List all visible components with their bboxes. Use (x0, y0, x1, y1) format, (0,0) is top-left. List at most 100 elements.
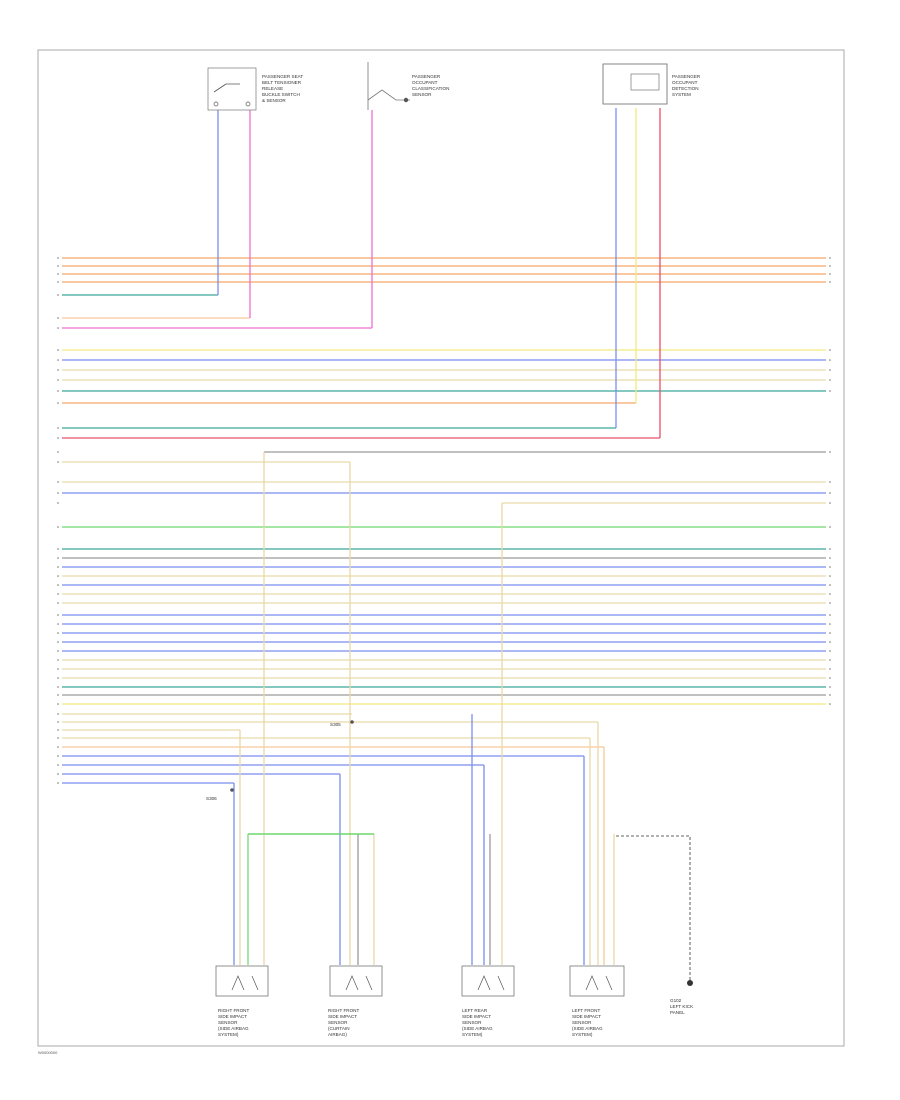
wire-pin-left-43 (57, 746, 59, 748)
wire-pin-left-7 (57, 349, 59, 351)
wire-pin-left-23 (57, 566, 59, 568)
wire-pin-right-27 (829, 602, 831, 604)
wire-pin-right-22 (829, 557, 831, 559)
wire-pin-left-20 (57, 526, 59, 528)
vertical-wires (217, 108, 661, 965)
wire-pin-right-3 (829, 281, 831, 283)
bc1-label-1: SIDE IMPACT (218, 1014, 247, 1019)
comp-left-label-2: RELEASE (262, 86, 283, 91)
wire-pin-right-38 (829, 703, 831, 705)
wire-pin-right-0 (829, 257, 831, 259)
wire-pin-left-33 (57, 659, 59, 661)
bc4-label-3: (SIDE AIRBAG (572, 1026, 603, 1031)
wire-pin-right-11 (829, 390, 831, 392)
bc4-label-1: SIDE IMPACT (572, 1014, 601, 1019)
bc3-label-1: SIDE IMPACT (462, 1014, 491, 1019)
wire-pin-left-22 (57, 557, 59, 559)
wire-pin-left-9 (57, 369, 59, 371)
splice-label-s306: S306 (206, 796, 217, 801)
wire-pin-right-32 (829, 650, 831, 652)
bc3-label-2: SENSOR (462, 1020, 482, 1025)
top-component-mid: PASSENGER OCCUPANT CLASSIFICATION SENSOR (367, 62, 449, 110)
wire-pin-right-30 (829, 632, 831, 634)
wire-pin-left-35 (57, 677, 59, 679)
top-component-left: PASSENGER SEAT BELT TENSIONER RELEASE BU… (207, 67, 303, 111)
wire-pin-left-10 (57, 379, 59, 381)
wire-pin-right-23 (829, 566, 831, 568)
bc2-label-4: AIRBAG) (328, 1032, 347, 1037)
horizontal-wires (57, 257, 831, 784)
wire-pin-left-40 (57, 721, 59, 723)
wire-pin-left-16 (57, 461, 59, 463)
bottom-component-3: LEFT REAR SIDE IMPACT SENSOR (SIDE AIRBA… (461, 965, 515, 1037)
wire-pin-left-31 (57, 641, 59, 643)
top-component-right: PASSENGER OCCUPANT DETECTION SYSTEM (602, 63, 701, 105)
wire-pin-right-21 (829, 548, 831, 550)
wire-pin-left-15 (57, 451, 59, 453)
wire-pin-left-47 (57, 782, 59, 784)
wire-pin-right-7 (829, 349, 831, 351)
wire-pin-right-28 (829, 614, 831, 616)
wire-pin-right-1 (829, 265, 831, 267)
wire-pin-left-36 (57, 686, 59, 688)
wire-pin-right-25 (829, 584, 831, 586)
wire-pin-left-17 (57, 481, 59, 483)
wire-pin-right-29 (829, 623, 831, 625)
wire-pin-right-34 (829, 668, 831, 670)
bottom-component-5: G102 LEFT KICK PANEL (670, 998, 694, 1015)
wire-pin-left-28 (57, 614, 59, 616)
wire-pin-right-20 (829, 526, 831, 528)
wire-pin-left-30 (57, 632, 59, 634)
ground-wire (616, 835, 691, 980)
bc3-label-0: LEFT REAR (462, 1008, 488, 1013)
wire-pin-left-8 (57, 359, 59, 361)
wire-pin-left-27 (57, 602, 59, 604)
wire-pin-right-33 (829, 659, 831, 661)
splice-dot-s305 (350, 720, 354, 724)
wire-pin-left-37 (57, 694, 59, 696)
bottom-component-2: RIGHT FRONT SIDE IMPACT SENSOR (CURTAIN … (328, 965, 383, 1037)
wire-pin-left-32 (57, 650, 59, 652)
wire-pin-right-35 (829, 677, 831, 679)
wire-pin-left-29 (57, 623, 59, 625)
ground-symbol (687, 980, 693, 986)
wire-pin-left-14 (57, 437, 59, 439)
wire-pin-right-9 (829, 369, 831, 371)
bc2-label-1: SIDE IMPACT (328, 1014, 357, 1019)
bc1-label-0: RIGHT FRONT (218, 1008, 249, 1013)
wire-pin-left-24 (57, 575, 59, 577)
wire-pin-left-4 (57, 294, 59, 296)
bc1-label-4: SYSTEM) (218, 1032, 239, 1037)
bc3-label-3: (SIDE AIRBAG (462, 1026, 493, 1031)
bc5-label-0: G102 (670, 998, 682, 1003)
comp-left-label-4: & SENSOR (262, 98, 286, 103)
bottom-components: RIGHT FRONT SIDE IMPACT SENSOR (SIDE AIR… (215, 965, 694, 1037)
bc5-label-2: PANEL (670, 1010, 685, 1015)
comp-right-label-1: OCCUPANT (672, 80, 698, 85)
bc4-label-4: SYSTEM) (572, 1032, 593, 1037)
bc1-label-3: (SIDE AIRBAG (218, 1026, 249, 1031)
wire-pin-left-1 (57, 265, 59, 267)
wire-pin-left-44 (57, 755, 59, 757)
splice-label-s305: S305 (330, 722, 341, 727)
bc1-label-2: SENSOR (218, 1020, 238, 1025)
wire-pin-right-17 (829, 481, 831, 483)
wire-pin-left-2 (57, 273, 59, 275)
wire-pin-left-19 (57, 502, 59, 504)
bc4-label-0: LEFT FRONT (572, 1008, 600, 1013)
wire-pin-right-36 (829, 686, 831, 688)
bottom-component-1: RIGHT FRONT SIDE IMPACT SENSOR (SIDE AIR… (215, 965, 269, 1037)
diagram-frame (37, 49, 845, 1047)
comp-left-label-0: PASSENGER SEAT (262, 74, 303, 79)
wire-pin-left-45 (57, 764, 59, 766)
splice-dot-s306 (230, 788, 234, 792)
comp-right-label-2: DETECTION (672, 86, 699, 91)
wire-pin-right-18 (829, 492, 831, 494)
comp-left-label-3: BUCKLE SWITCH (262, 92, 300, 97)
wire-pin-right-26 (829, 593, 831, 595)
comp-mid-label-2: CLASSIFICATION (412, 86, 449, 91)
wire-pin-left-38 (57, 703, 59, 705)
bc3-label-4: SYSTEM) (462, 1032, 483, 1037)
wire-pin-left-3 (57, 281, 59, 283)
